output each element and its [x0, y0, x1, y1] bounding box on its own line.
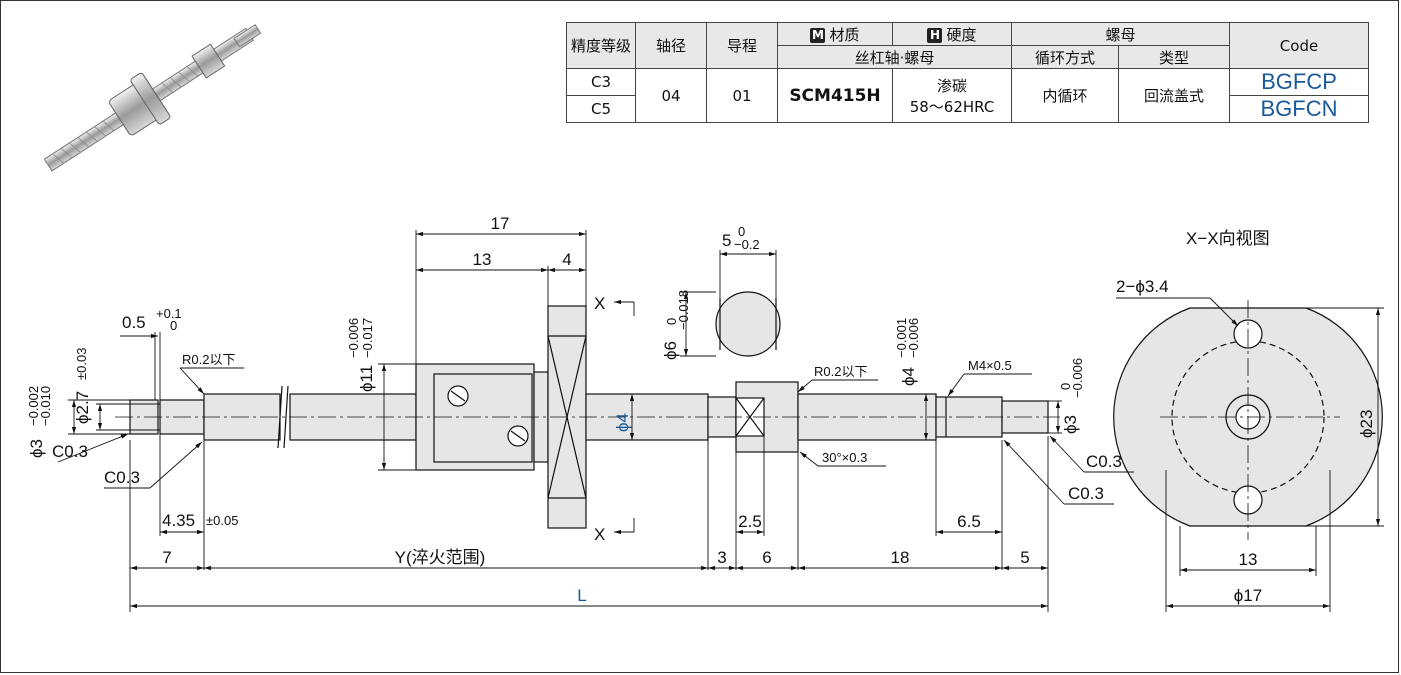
svg-text:−0.006: −0.006 [346, 318, 361, 358]
cell-nut-type: 回流盖式 [1118, 68, 1230, 123]
dim-l-total: L [577, 586, 586, 605]
material-badge-icon: M [810, 27, 826, 43]
dim-13-end-view: 13 [1239, 550, 1258, 569]
dim-6-5: 6.5 [957, 512, 981, 531]
header-type: 类型 [1118, 45, 1230, 69]
dim-5: 5 [722, 231, 731, 250]
dim-dia-2-7: ϕ2.7 [73, 391, 92, 424]
svg-text:0: 0 [170, 318, 177, 333]
svg-text:0: 0 [664, 318, 679, 325]
dim-3: 3 [717, 548, 726, 567]
svg-text:−0.001: −0.001 [894, 318, 909, 358]
svg-text:±0.03: ±0.03 [74, 348, 89, 380]
section-mark-x-bottom: X [594, 525, 605, 544]
label-r02-right: R0.2以下 [814, 364, 867, 379]
dim-dia-4-shaft: ϕ4 [613, 413, 632, 432]
view-title: X−X向视图 [1186, 229, 1270, 248]
header-lead: 导程 [706, 22, 778, 69]
section-mark-x-top: X [594, 294, 605, 313]
dim-0-5: 0.5 [122, 313, 146, 332]
dim-5-end: 5 [1020, 548, 1029, 567]
svg-text:−0.006: −0.006 [906, 318, 921, 358]
dim-dia-11: ϕ11 [357, 365, 376, 392]
dim-4: 4 [562, 250, 571, 269]
cell-accuracy-c3: C3 [566, 68, 636, 96]
dim-4-35: 4.35 [162, 511, 195, 530]
dim-dia-6: ϕ6 [661, 341, 680, 360]
header-shaft: 轴径 [635, 22, 707, 69]
dim-7: 7 [162, 548, 171, 567]
svg-text:±0.05: ±0.05 [206, 513, 238, 528]
dim-18: 18 [891, 548, 910, 567]
cell-accuracy-c5: C5 [566, 95, 636, 123]
code-link-bgfcn[interactable]: BGFCN [1229, 95, 1369, 123]
cell-circulation: 内循环 [1011, 68, 1119, 123]
svg-text:0: 0 [1058, 383, 1073, 390]
svg-text:−0.002: −0.002 [26, 386, 41, 426]
dim-17: 17 [491, 214, 510, 233]
dim-6: 6 [762, 548, 771, 567]
svg-text:−0.018: −0.018 [676, 290, 691, 330]
svg-text:−0.017: −0.017 [360, 318, 375, 358]
dim-dia-17: ϕ17 [1234, 586, 1262, 605]
svg-text:−0.2: −0.2 [734, 237, 760, 252]
header-code: Code [1229, 22, 1369, 69]
flat-section-view [715, 291, 781, 357]
dim-dia-4: ϕ4 [899, 367, 918, 386]
hardness-badge-icon: H [927, 27, 943, 43]
cell-shaft-dia: 04 [635, 68, 707, 123]
label-c03-left: C0.3 [52, 442, 88, 461]
dim-dia-3-left: ϕ3 [27, 439, 46, 458]
label-c03-right-end: C0.3 [1086, 452, 1122, 471]
svg-text:−0.010: −0.010 [38, 386, 53, 426]
dim-y-hardened: Y(淬火范围) [395, 548, 486, 567]
svg-text:+0.1: +0.1 [156, 306, 182, 321]
header-accuracy: 精度等级 [566, 22, 636, 69]
svg-text:0: 0 [738, 224, 745, 239]
label-holes: 2−ϕ3.4 [1116, 277, 1169, 296]
label-m4-thread: M4×0.5 [968, 358, 1012, 373]
label-r02-left: R0.2以下 [182, 352, 235, 367]
dim-2-5: 2.5 [738, 512, 762, 531]
label-c03-step: C0.3 [104, 468, 140, 487]
dim-dia-23: ϕ23 [1357, 410, 1376, 438]
code-link-bgfcp[interactable]: BGFCP [1229, 68, 1369, 96]
header-shaft-nut: 丝杠轴·螺母 [777, 45, 1012, 69]
label-chamfer: 30°×0.3 [822, 450, 867, 465]
ball-screw-photo [43, 24, 262, 172]
dim-dia-3-right: ϕ3 [1061, 415, 1080, 434]
header-circulation: 循环方式 [1011, 45, 1119, 69]
dim-13: 13 [473, 250, 492, 269]
svg-text:−0.006: −0.006 [1070, 358, 1085, 398]
header-nut: 螺母 [1011, 22, 1230, 46]
label-c03-right: C0.3 [1068, 484, 1104, 503]
